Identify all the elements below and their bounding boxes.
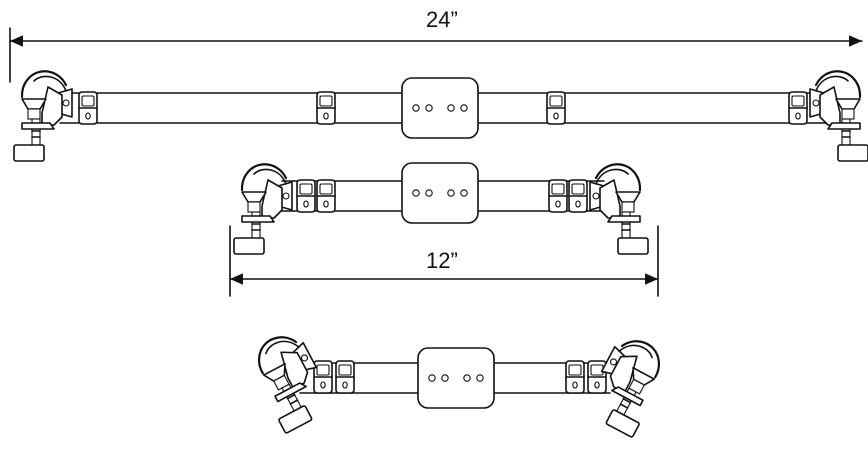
collar-clamp	[335, 360, 355, 394]
hook-clamp-right	[810, 71, 868, 161]
center-plate	[401, 77, 479, 139]
collar-clamp	[546, 91, 566, 125]
collar-clamp	[788, 91, 808, 125]
center-plate	[417, 347, 495, 409]
dimension-label-12: 12”	[422, 249, 462, 273]
collar-clamp	[587, 360, 607, 394]
collar-clamp	[316, 179, 336, 213]
collar-clamp	[296, 179, 316, 213]
assembly-12	[232, 162, 648, 256]
collar-clamp	[565, 360, 585, 394]
center-plate	[401, 162, 479, 224]
assembly-angled	[242, 325, 675, 437]
dimension-label-24: 24”	[422, 8, 462, 32]
hook-clamp-right	[590, 164, 648, 254]
collar-clamp	[78, 91, 98, 125]
collar-clamp	[548, 179, 568, 213]
hook-clamp-left	[232, 163, 294, 256]
hook-clamp-left	[12, 70, 74, 163]
assembly-24	[12, 70, 868, 163]
collar-clamp	[313, 360, 333, 394]
collar-clamp	[316, 91, 336, 125]
collar-clamp	[568, 179, 588, 213]
